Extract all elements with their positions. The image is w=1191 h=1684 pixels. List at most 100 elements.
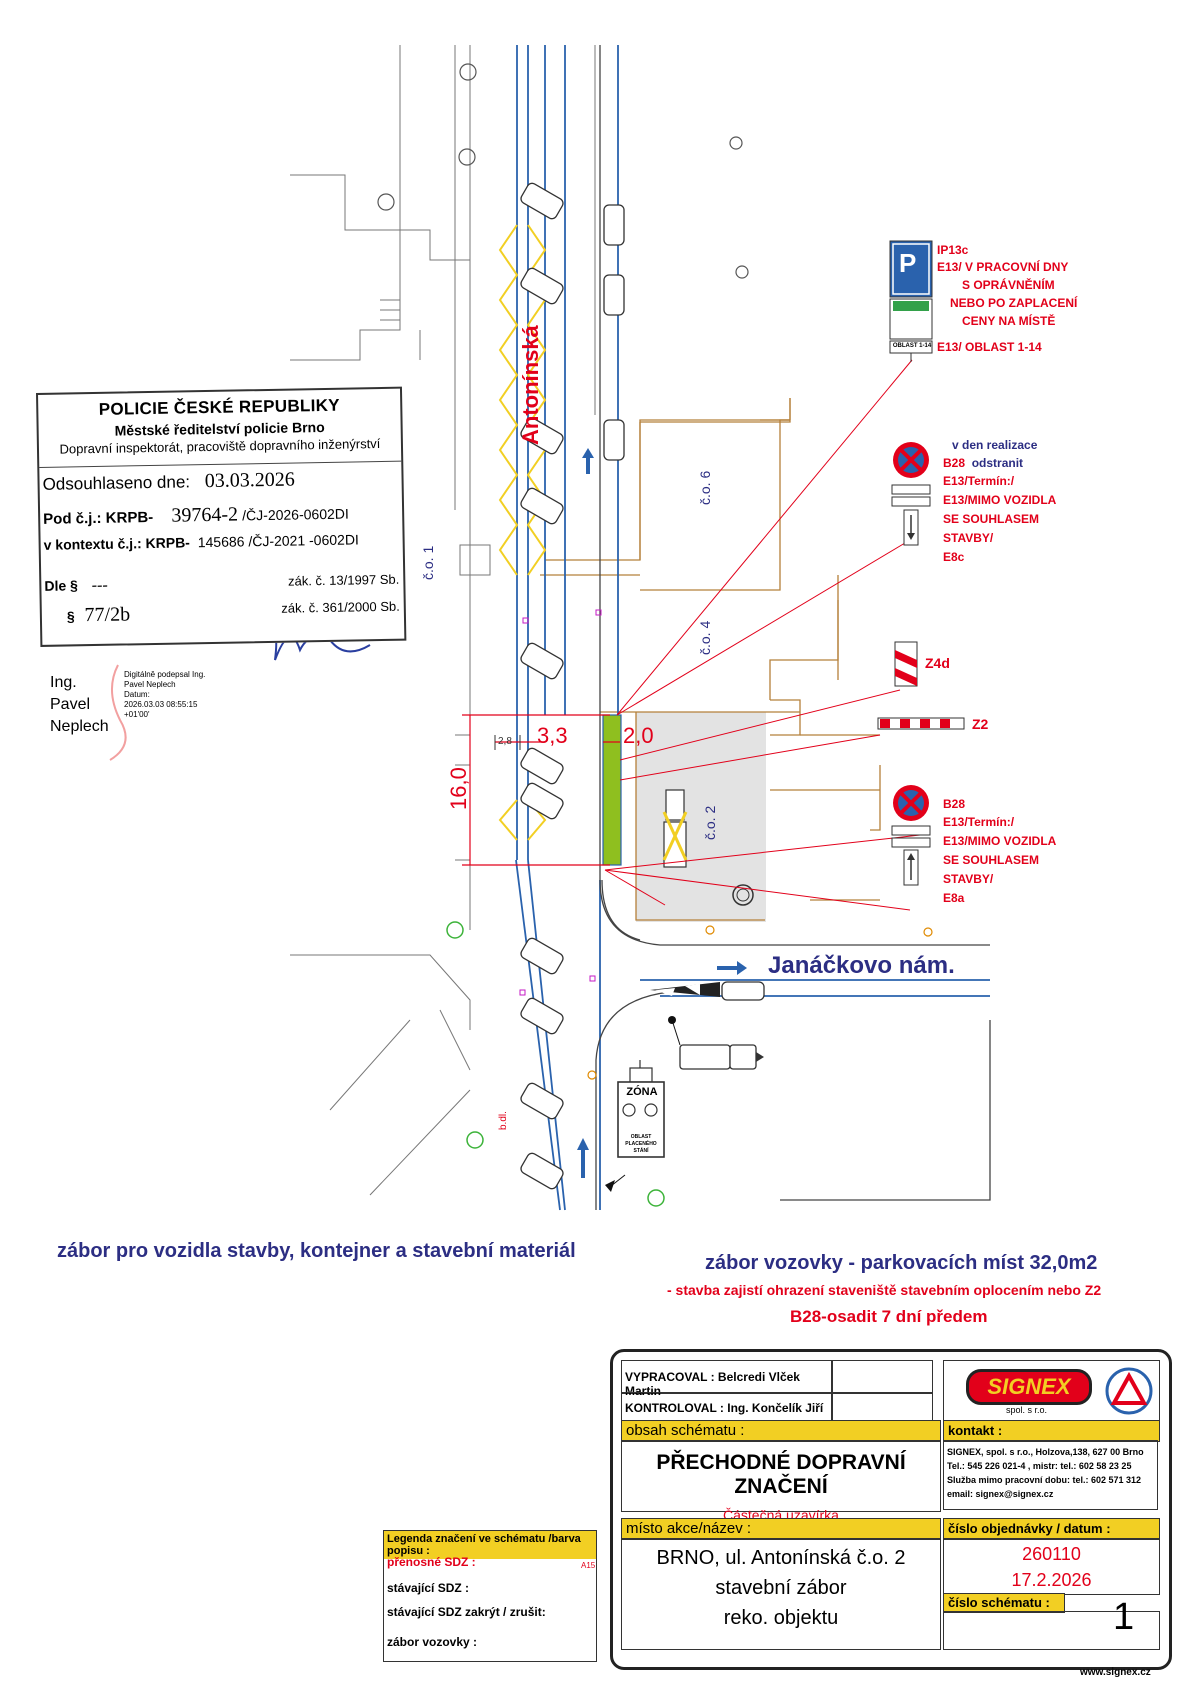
tb-kontroloval-text: KONTROLOVAL : Ing. Končelík Jiří [625, 1401, 823, 1415]
z2-label: Z2 [972, 716, 989, 732]
digital-signature-text: Digitálně podepsal Ing. Pavel Neplech [124, 670, 206, 689]
website: www.signex.cz [1080, 1667, 1151, 1678]
ip13c-sign: P [889, 240, 933, 362]
road-lines [515, 45, 990, 1211]
tb-objednavka-cell: 260110 17.2.2026 [943, 1538, 1160, 1595]
tb-kontakt-label: kontakt : [948, 1423, 1003, 1438]
digital-signature-date: 2026.03.03 08:55:15 +01'00' [124, 700, 198, 719]
b28-top-text-5: STAVBY/ [943, 531, 994, 545]
stamp-law-1: zák. č. 13/1997 Sb. [287, 571, 400, 589]
stamp-ref-suffix: /ČJ-2026-0602DI [242, 505, 349, 524]
b28-bottom-text-6: E8a [943, 891, 965, 905]
tb-kontakt-label-cell: kontakt : [943, 1420, 1160, 1442]
company-logo-sub: spol. s r.o. [1006, 1405, 1048, 1415]
svg-text:P: P [899, 248, 916, 278]
digital-signature-date-label: Datum: [124, 690, 150, 699]
tb-kontakt-3: Služba mimo pracovní dobu: tel.: 602 571… [947, 1475, 1142, 1485]
tb-kontroloval-value: : Ing. Končelík Jiří [719, 1401, 824, 1415]
dimension-2-8: 2,8 [498, 736, 512, 747]
buildings-left [290, 45, 596, 1196]
tb-misto-cell: BRNO, ul. Antonínská č.o. 2 stavební záb… [621, 1538, 941, 1650]
z4d-label: Z4d [925, 655, 950, 671]
markers [519, 609, 602, 996]
ip13c-text-3: NEBO PO ZAPLACENÍ [950, 296, 1078, 310]
stamp-paragraph-label: Dle § [44, 577, 78, 594]
stamp-ref-label: Pod č.j.: KRPB- [43, 508, 154, 528]
buildings-right [540, 398, 881, 921]
zona-sub-2: PLACENÉHO [625, 1141, 657, 1147]
legend-item-cover: stávající SDZ zakrýt / zrušit: [387, 1605, 546, 1619]
title-block: VYPRACOVAL : Belcredi Vlček Martin KONTR… [610, 1349, 1172, 1670]
direction-arrow-bottom [605, 1180, 615, 1192]
direction-arrow-parking [756, 1052, 764, 1062]
tb-vypracoval-label: VYPRACOVAL [625, 1370, 708, 1384]
street-label-janackovo: Janáčkovo nám. [768, 952, 955, 979]
company-logo: SIGNEX [966, 1369, 1092, 1405]
manhole-inner [736, 888, 750, 902]
label-co4: č.o. 4 [697, 620, 713, 655]
site-vehicle [662, 789, 688, 868]
label-co6: č.o. 6 [697, 470, 713, 505]
tb-kontakt-4: email: signex@signex.cz [947, 1489, 1054, 1499]
b28-bottom-sign [891, 785, 931, 886]
b28-top-code: B28 [943, 456, 966, 470]
manhole [732, 884, 754, 906]
ip13c-label: IP13c [937, 243, 969, 257]
b28-bottom-text-1: B28 [943, 797, 966, 811]
note-right-2: - stavba zajistí ohrazení staveniště sta… [667, 1282, 1102, 1298]
label-co1: č.o. 1 [420, 545, 436, 580]
tb-kontakt-2: Tel.: 545 226 021-4 , mistr: tel.: 602 5… [947, 1461, 1132, 1471]
stamp-line-1: POLICIE ČESKÉ REPUBLIKY [98, 395, 341, 419]
tb-objednavka-number: 260110 [1022, 1544, 1081, 1564]
tb-vypracoval-text: VYPRACOVAL : Belcredi Vlček Martin [625, 1370, 832, 1398]
stamp-approved-row: Odsouhlaseno dne: 03.03.2026 [42, 468, 295, 495]
ip13c-text-1: E13/ V PRACOVNÍ DNY [937, 260, 1069, 274]
zona-title: ZÓNA [626, 1086, 658, 1098]
tb-kontroloval: KONTROLOVAL : Ing. Končelík Jiří [621, 1392, 833, 1422]
signer-name: Ing. Pavel Neplech [50, 672, 109, 738]
b28-top-text-4: SE SOUHLASEM [943, 512, 1040, 526]
legend-item-zabor: zábor vozovky : [387, 1635, 478, 1649]
ip13c-panel-label: OBLAST 1-14 [892, 343, 932, 349]
tb-kontakt-1: SIGNEX, spol. s r.o., Holzova,138, 627 0… [947, 1447, 1144, 1457]
tb-misto-label-cell: místo akce/název : [621, 1518, 941, 1540]
tb-kontakt-cell: SIGNEX, spol. s r.o., Holzova,138, 627 0… [943, 1440, 1158, 1510]
tb-misto-2: stavební zábor [715, 1577, 847, 1599]
stamp-context-label: v kontextu č.j.: KRPB- [43, 534, 191, 553]
stamp-approved-label: Odsouhlaseno dne: [42, 472, 191, 494]
zona-sub-1: OBLAST [630, 1134, 652, 1140]
zona-sign [617, 1060, 665, 1158]
signer-name-1: Ing. [50, 674, 77, 691]
company-logo-text: SIGNEX [987, 1374, 1071, 1399]
tb-kontroloval-label: KONTROLOVAL [625, 1401, 717, 1415]
tb-objednavka-label-cell: číslo objednávky / datum : [943, 1518, 1160, 1540]
b28-top-sign [891, 442, 931, 546]
tb-misto-1: BRNO, ul. Antonínská č.o. 2 [656, 1547, 906, 1569]
ip13c-text-4: CENY NA MÍSTĚ [962, 314, 1056, 328]
flow-arrows [577, 448, 747, 1178]
note-right-3: B28-osadit 7 dní předem [790, 1307, 988, 1326]
tb-vypracoval: VYPRACOVAL : Belcredi Vlček Martin [621, 1360, 833, 1398]
z4d-sign [894, 641, 918, 687]
zona-sub-3: STÁNÍ [633, 1148, 649, 1154]
b28-top-text-3: E13/MIMO VOZIDLA [943, 493, 1057, 507]
b28-bottom-text-3: E13/MIMO VOZIDLA [943, 834, 1057, 848]
tb-logo-cell: SIGNEX spol. s r.o. [943, 1360, 1160, 1422]
dimension-lines [462, 714, 620, 866]
stamp-paragraph-row: Dle § --- zák. č. 13/1997 Sb. [44, 572, 399, 596]
tb-objednavka-label: číslo objednávky / datum : [948, 1521, 1111, 1536]
label-bdl: b.dl. [498, 1111, 509, 1130]
sign-leaders [604, 359, 921, 911]
ip13c-text-2: S OPRÁVNĚNÍM [962, 278, 1055, 292]
b28-top-remove: odstranit [971, 456, 1024, 470]
digital-signature-info: Digitálně podepsal Ing. Pavel Neplech Da… [124, 670, 209, 720]
stamp-header: POLICIE ČESKÉ REPUBLIKY Městské ředitels… [38, 388, 402, 468]
parked-cars [520, 182, 765, 1190]
tb-obsah-label: obsah schématu : [626, 1422, 745, 1439]
b28-top-label: B28 odstranit [943, 456, 1023, 470]
curbs [595, 45, 991, 1210]
tb-obsah-label-cell: obsah schématu : [621, 1420, 941, 1442]
dimension-3-3: 3,3 [537, 723, 568, 748]
stamp-context-row: v kontextu č.j.: KRPB- 145686 /ČJ-2021 -… [44, 531, 359, 552]
